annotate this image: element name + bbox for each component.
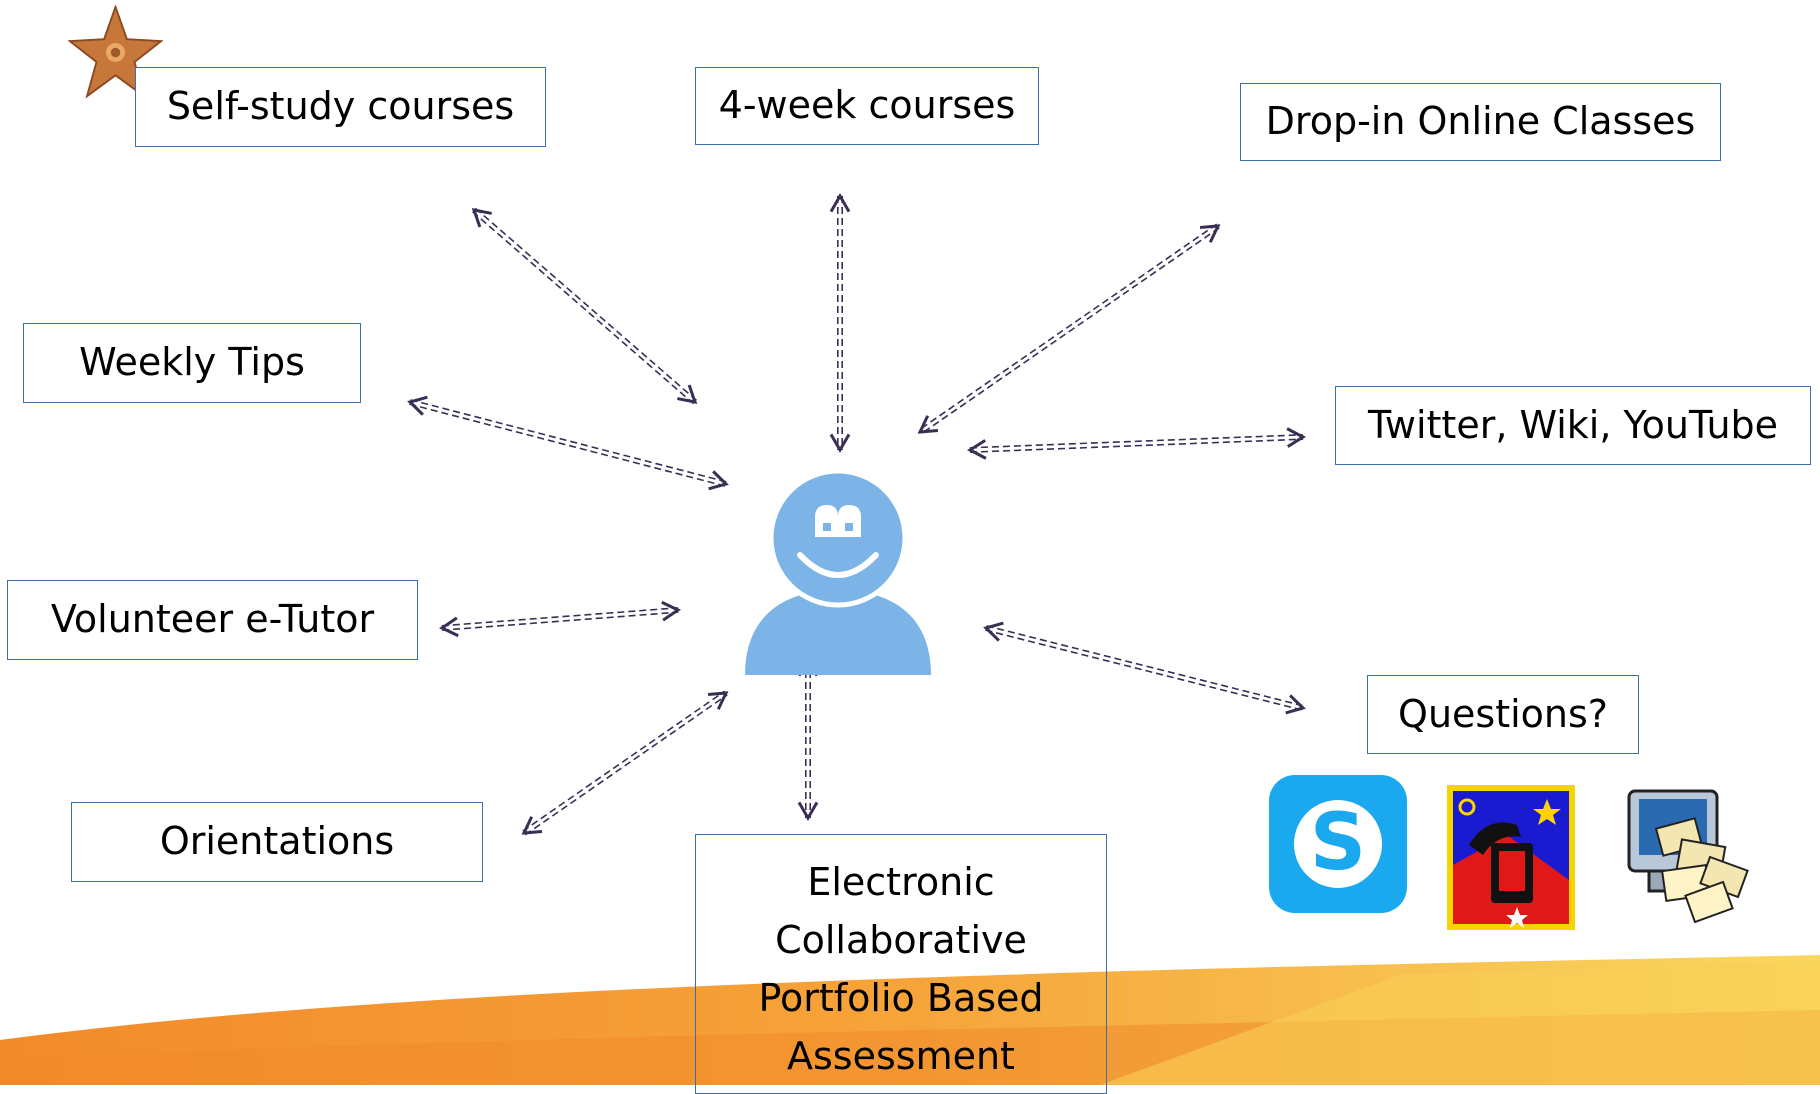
arrow-twitter — [967, 427, 1306, 460]
svg-text:S: S — [1310, 798, 1366, 888]
orientations-box: Orientations — [71, 802, 483, 882]
questions-box: Questions? — [1367, 675, 1639, 754]
arrow-four-week — [829, 193, 851, 453]
learner-avatar-icon — [745, 465, 931, 675]
arrow-drop-in — [917, 223, 1221, 435]
portfolio-assessment-box: Electronic Collaborative Portfolio Based… — [695, 834, 1107, 1094]
drop-in-online-classes-box: Drop-in Online Classes — [1240, 83, 1721, 161]
skype-icon: S — [1269, 775, 1407, 913]
arrow-questions — [983, 621, 1306, 715]
portfolio-assessment-line: Collaborative — [775, 918, 1027, 962]
computer-mail-clipart-icon — [1627, 789, 1749, 923]
self-study-courses-box: Self-study courses — [135, 67, 546, 147]
weekly-tips-box: Weekly Tips — [23, 323, 361, 403]
arrow-orientations — [521, 690, 729, 836]
portfolio-assessment-line: Electronic — [807, 860, 995, 904]
portfolio-assessment-line: Assessment — [787, 1034, 1015, 1078]
telephone-clipart-icon — [1447, 785, 1575, 930]
arrow-self-study — [471, 207, 698, 405]
four-week-courses-box: 4-week courses — [695, 67, 1039, 145]
arrow-volunteer — [439, 600, 681, 638]
portfolio-assessment-line: Portfolio Based — [758, 976, 1044, 1020]
twitter-wiki-youtube-box: Twitter, Wiki, YouTube — [1335, 386, 1811, 465]
starfish-star-icon — [68, 5, 163, 99]
arrow-weekly-tips — [407, 395, 729, 491]
arrow-portfolio — [797, 657, 819, 821]
volunteer-etutor-box: Volunteer e-Tutor — [7, 580, 418, 660]
